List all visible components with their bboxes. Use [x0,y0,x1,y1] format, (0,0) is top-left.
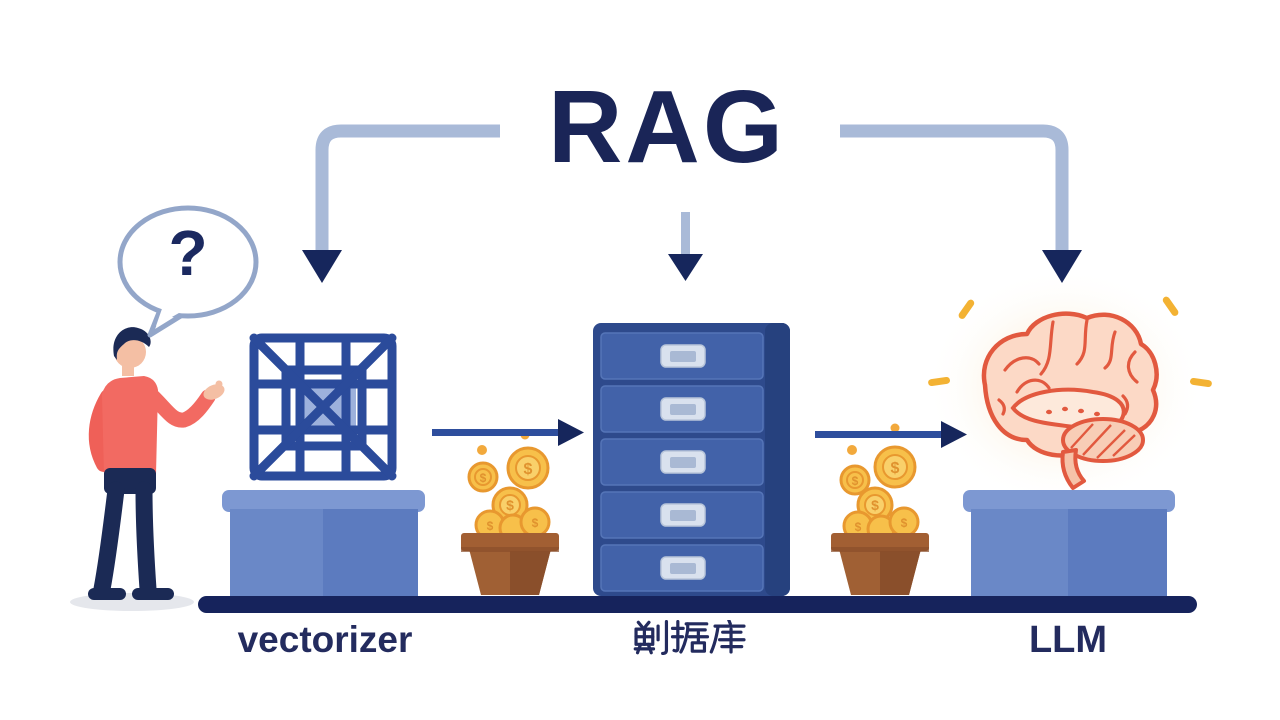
flow-arrow-left [432,419,584,446]
right-down-arrow-icon [840,124,1082,283]
page-title: RAG [548,69,786,184]
pedestal-left [222,490,425,596]
svg-text:$: $ [855,520,862,534]
svg-text:$: $ [871,497,879,513]
middle-down-arrow-icon [668,212,703,281]
label-database-glyphs [633,620,746,655]
label-vectorizer: vectorizer [237,619,413,660]
left-down-arrow-icon [302,124,500,283]
pot [461,533,559,595]
flow-arrow-right [815,421,967,448]
wireframe-cube-icon [249,333,397,481]
svg-text:$: $ [480,471,487,485]
file-cabinet-icon [593,323,790,596]
svg-text:$: $ [506,497,514,513]
coin-pot-left: $ $ $ $ $ [461,430,559,595]
ground-line [198,596,1197,613]
svg-text:$: $ [487,519,494,533]
svg-text:$: $ [852,474,859,488]
person-icon [70,327,225,611]
svg-text:$: $ [524,461,533,478]
svg-text:$: $ [891,460,900,477]
label-llm: LLM [1028,619,1108,661]
brain-icon [981,311,1159,490]
pot [831,533,929,595]
pedestal-right [963,490,1175,596]
svg-text:$: $ [901,516,908,530]
drawer-handles [660,344,706,580]
coin-pot-right: $ $ $ $ $ [831,423,929,595]
sparkle-dashes [928,296,1212,388]
svg-text:$: $ [532,516,539,530]
speech-bubble [117,205,259,338]
hair [113,327,151,360]
question-mark-icon: ? [168,217,208,289]
